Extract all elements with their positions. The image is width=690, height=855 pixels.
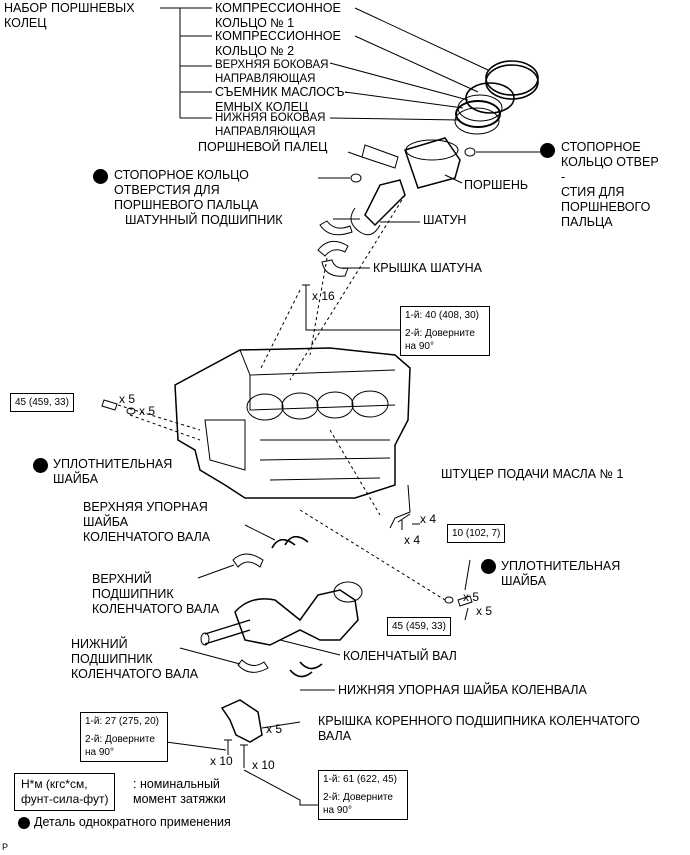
rod-bearing-label: ШАТУННЫЙ ПОДШИПНИК	[125, 213, 283, 227]
connecting-rod-label: ШАТУН	[423, 213, 467, 227]
left-gasket-qty: x 5	[139, 404, 156, 418]
unit-legend-box: Н*м (кгс*см,фунт-сила-фут)	[14, 773, 116, 811]
single-use-marker	[33, 458, 48, 473]
piston-pin-label: ПОРШНЕВОЙ ПАЛЕЦ	[198, 140, 328, 154]
nozzle-torque-box: 10 (102, 7)	[447, 524, 506, 543]
main-bolt-qty-a: x 10	[210, 754, 233, 768]
rod-bolt-qty: x 16	[312, 289, 335, 303]
right-bolt-torque-box: 45 (459, 33)	[387, 617, 451, 636]
p-mark: P	[2, 842, 9, 852]
nozzle-bolt-qty: x 4	[420, 512, 437, 526]
main-cap-qty: x 5	[266, 722, 283, 736]
right-gasket-qty: x 5	[463, 590, 480, 604]
oil-nozzle-label: ШТУЦЕР ПОДАЧИ МАСЛА № 1	[441, 467, 624, 481]
left-bolt-qty: x 5	[119, 392, 136, 406]
rod-cap-label: КРЫШКА ШАТУНА	[373, 261, 482, 275]
single-use-legend-label: Деталь однократного применения	[34, 815, 231, 829]
lower-thrust-washer-label: НИЖНЯЯ УПОРНАЯ ШАЙБА КОЛЕНВАЛА	[338, 683, 587, 697]
right-bolt-qty: x 5	[476, 604, 493, 618]
oil-ring-expander-label: СЪЕМНИК МАСЛОСЪ-ЕМНЫХ КОЛЕЦ	[215, 85, 349, 114]
single-use-legend-dot	[18, 817, 30, 829]
piston-label: ПОРШЕНЬ	[464, 178, 529, 192]
crankshaft-label: КОЛЕНЧАТЫЙ ВАЛ	[343, 649, 457, 663]
left-bolt-torque-box: 45 (459, 33)	[10, 393, 74, 412]
main-bolt-qty-b: x 10	[252, 758, 275, 772]
single-use-marker	[481, 559, 496, 574]
nozzle-qty: x 4	[404, 533, 421, 547]
single-use-marker	[540, 143, 555, 158]
single-use-marker	[93, 169, 108, 184]
